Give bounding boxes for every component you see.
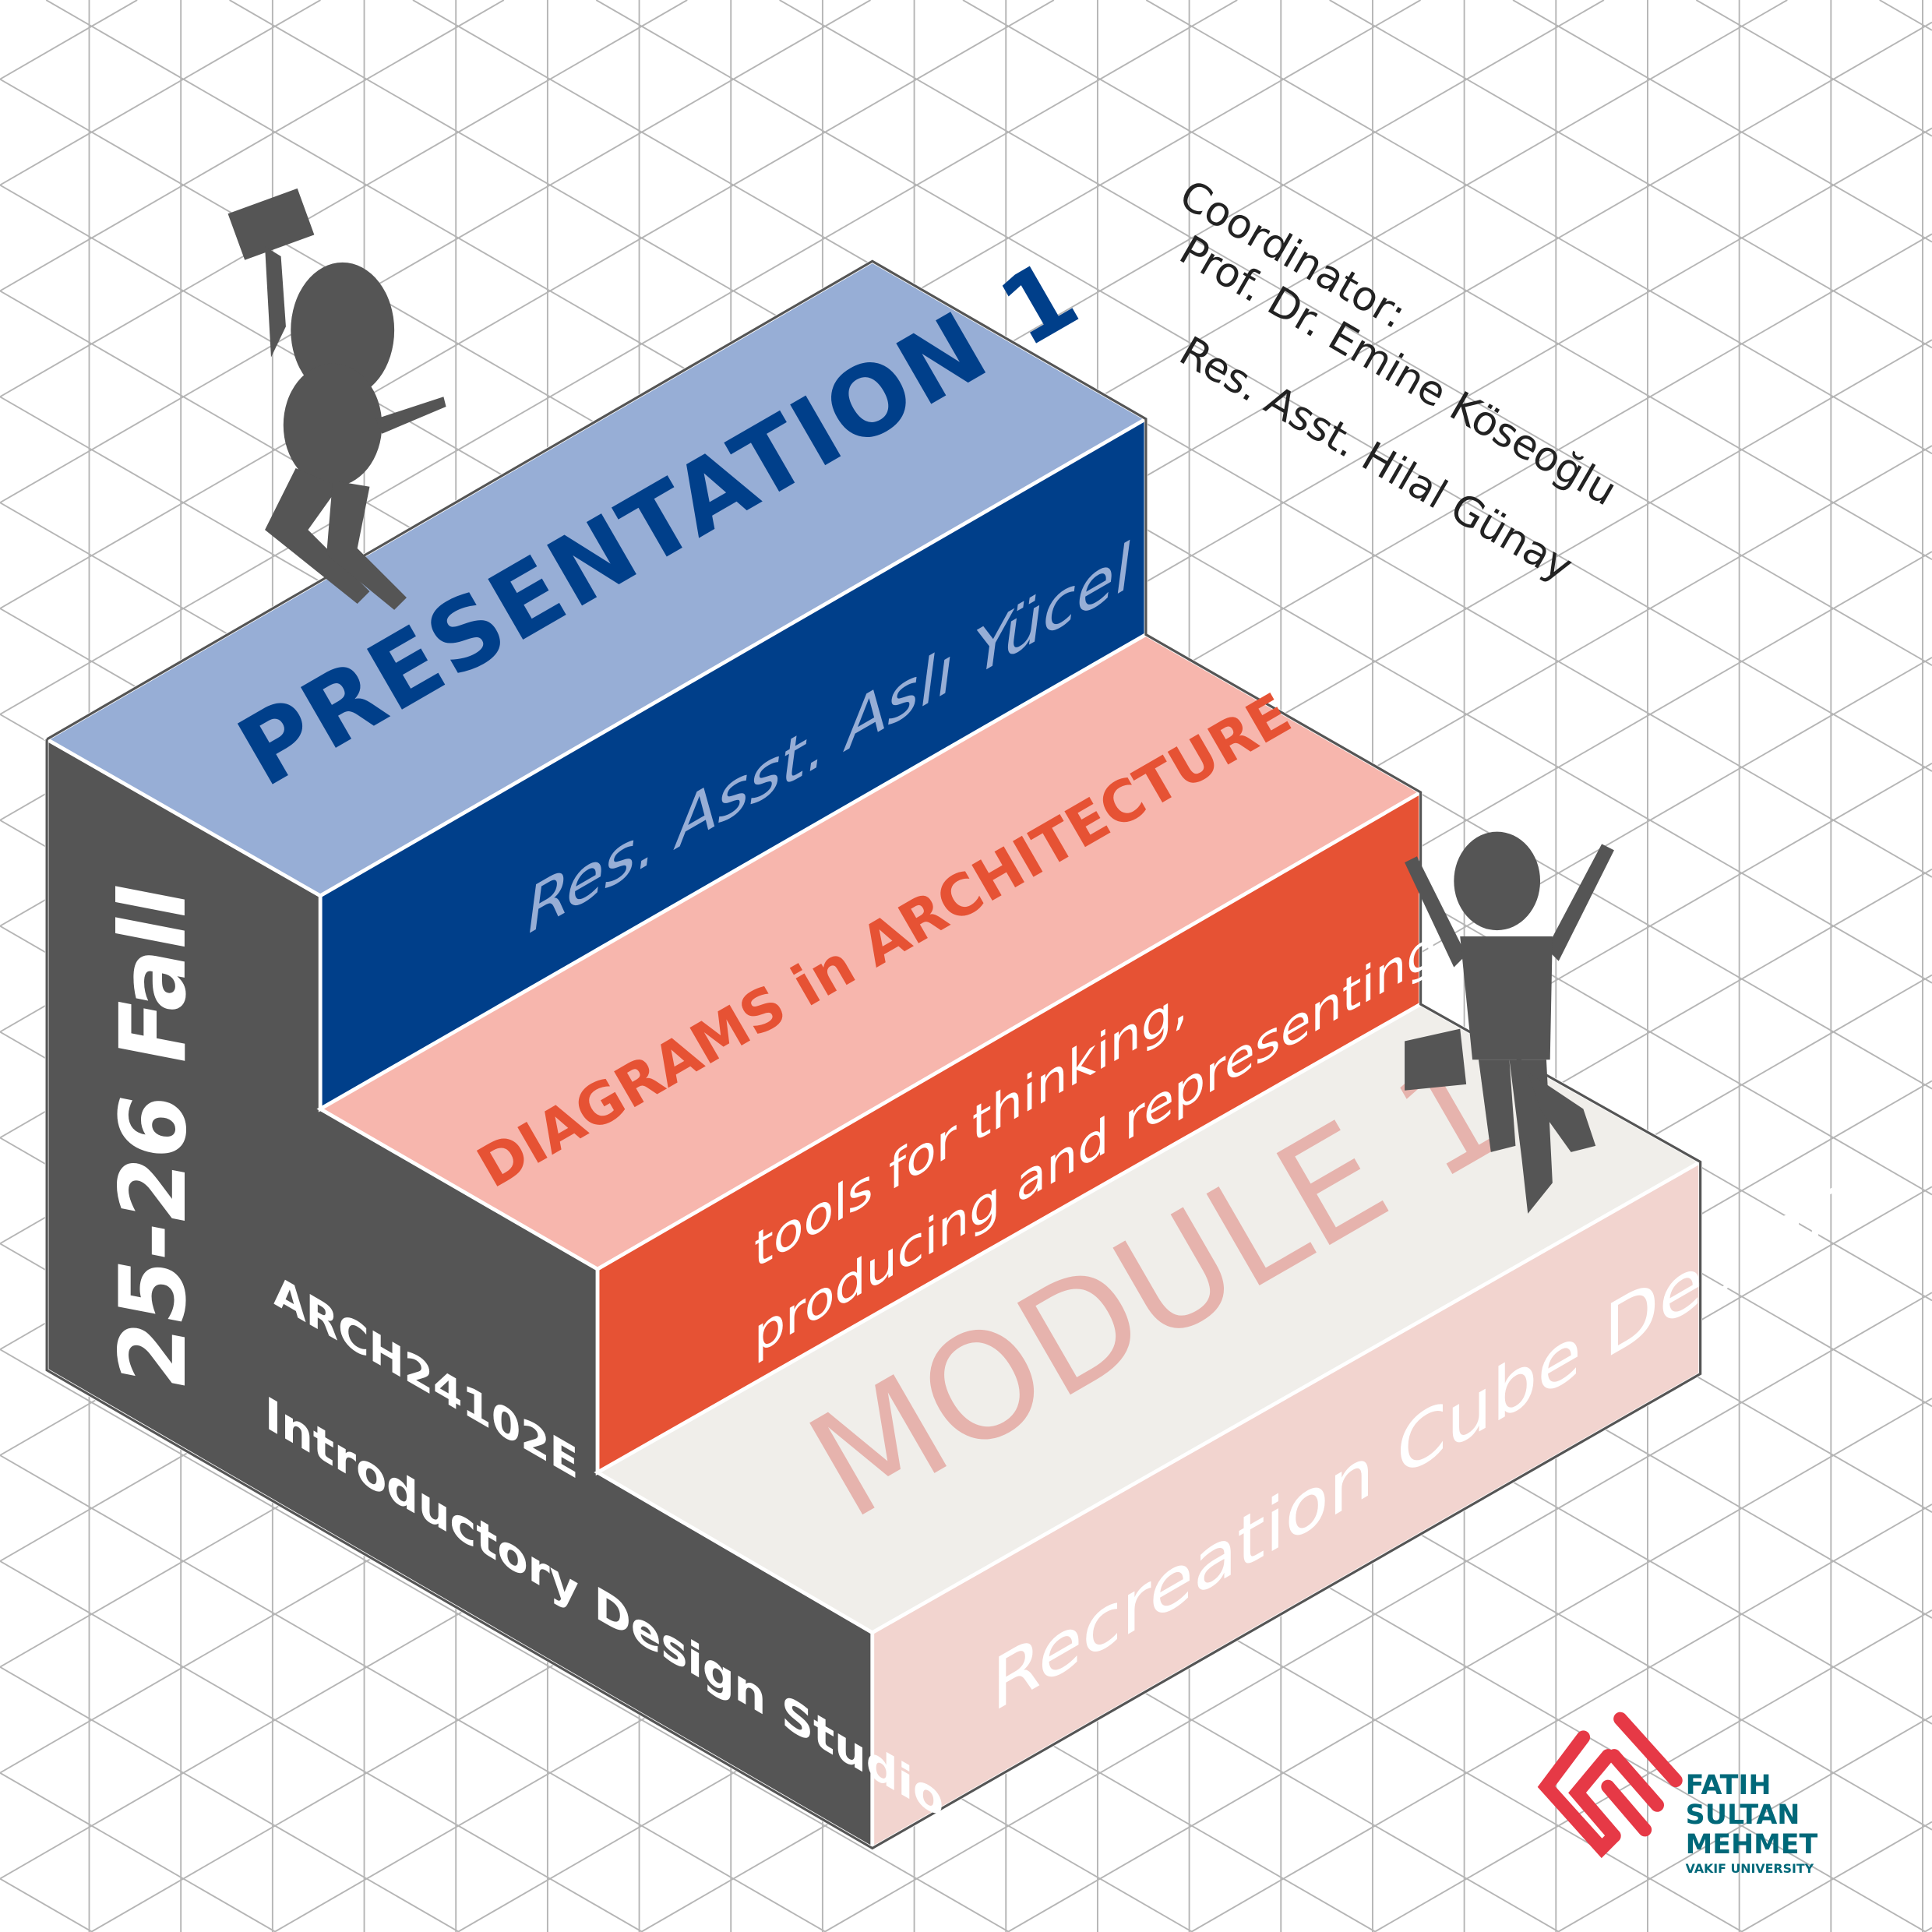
logo-mark: [1537, 1712, 1683, 1859]
grid-line: [1373, 1609, 1932, 1932]
grid-line: [0, 0, 1238, 715]
grid-line: [0, 1772, 277, 1932]
logo-line3: MEHMET: [1686, 1829, 1818, 1860]
grid-line: [1145, 0, 1932, 455]
grid-line: [1923, 1927, 1932, 1932]
logo-line2: SULTAN: [1686, 1800, 1800, 1831]
grid-line: [0, 0, 688, 398]
outline: [45, 259, 1702, 1850]
grid-line: [1557, 1715, 1932, 1932]
grid-line: [1695, 0, 1932, 137]
grid-line: [595, 0, 1932, 772]
grid-line: [1329, 0, 1932, 349]
grid-line: [1512, 0, 1932, 243]
grid-line: [823, 1292, 1932, 1932]
grid-line: [0, 0, 871, 504]
grid-line: [0, 0, 1055, 609]
grid-line: [0, 1560, 643, 1932]
university-logo: FATIH SULTAN MEHMET VAKIF UNIVERSITY: [1537, 1712, 1818, 1876]
girl-silhouette: [227, 188, 446, 610]
term-label: 25-26 Fall: [100, 886, 206, 1387]
grid-line: [0, 1349, 1010, 1932]
grid-line: [0, 1454, 827, 1932]
grid-line: [0, 0, 505, 292]
grid-line: [0, 0, 138, 80]
logo-line1: FATIH: [1686, 1770, 1772, 1801]
grid-line: [0, 0, 321, 186]
grid-line: [962, 0, 1932, 561]
grid-line: [1190, 1504, 1932, 1932]
boy-silhouette: [1405, 831, 1614, 1214]
grid-line: [1007, 1398, 1932, 1932]
grid-line: [1740, 1821, 1932, 1932]
logo-line4: VAKIF UNIVERSITY: [1686, 1861, 1814, 1876]
grid-line: [0, 1666, 460, 1932]
grid-line: [1879, 0, 1932, 31]
grid-line: [779, 0, 1932, 666]
grid-line: [0, 1877, 93, 1932]
grid-line: [412, 0, 1932, 878]
